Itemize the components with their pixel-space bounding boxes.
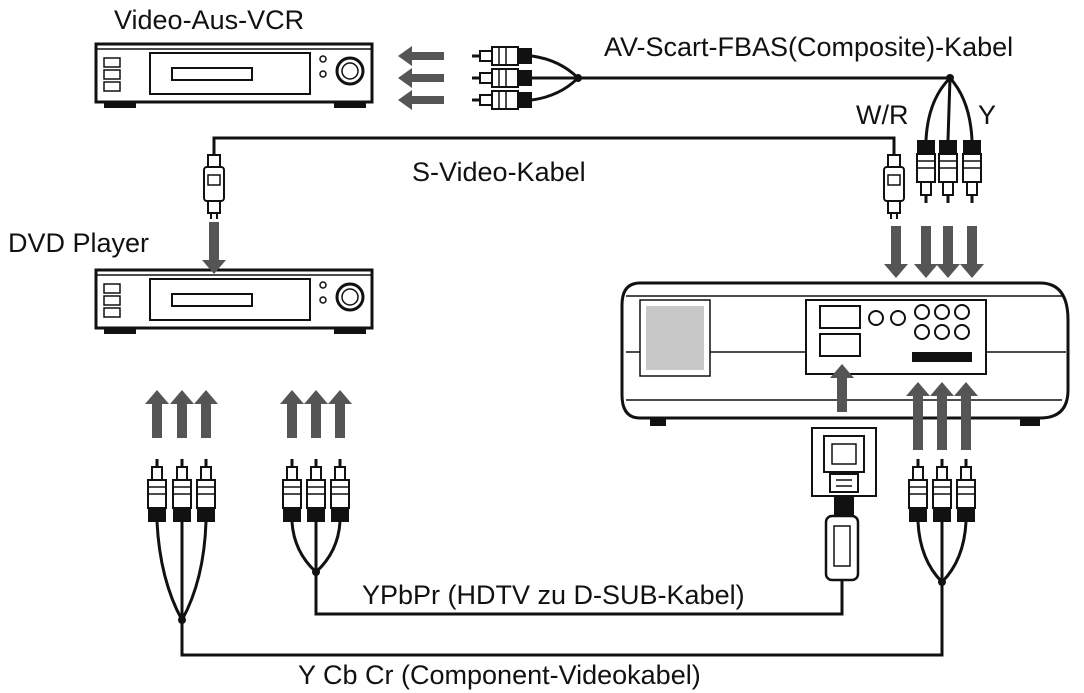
cable-junction [946, 74, 954, 82]
y-label: Y [978, 100, 996, 130]
cable-junction [574, 74, 582, 82]
cable-junction [938, 578, 946, 586]
svideo-plug-icon [203, 154, 225, 220]
ypbpr-hdtv-cable [290, 521, 844, 616]
arrow-up-icon [194, 390, 218, 438]
svideo-plug-icon [883, 154, 905, 220]
projector-device-icon [620, 281, 1070, 426]
wr-label: W/R [856, 100, 908, 130]
arrow-down-icon [936, 226, 960, 278]
vcr-label: Video-Aus-VCR [114, 5, 304, 35]
rca-plug-icon [470, 67, 534, 89]
arrow-left-icon [398, 68, 444, 88]
arrow-down-icon [202, 222, 226, 274]
arrow-left-icon [398, 46, 444, 66]
arrow-up-icon [170, 390, 194, 438]
cable-junction [178, 616, 186, 624]
rca-plug-icon [305, 457, 327, 524]
arrow-up-icon [328, 390, 352, 438]
rca-plug-icon [146, 457, 168, 524]
arrow-down-icon [884, 226, 908, 278]
rca-plug-icon [470, 89, 534, 111]
component-video-cable [155, 521, 968, 657]
ypbpr-cable-label: YPbPr (HDTV zu D-SUB-Kabel) [362, 580, 745, 610]
component-cable-label: Y Cb Cr (Component-Videokabel) [298, 660, 701, 690]
arrow-up-icon [280, 390, 304, 438]
svideo-cable-label: S-Video-Kabel [412, 157, 586, 187]
rca-plug-icon [961, 138, 983, 205]
rca-plug-icon [907, 457, 929, 524]
vcr-device-icon [94, 42, 374, 108]
av-composite-cable [531, 54, 974, 141]
rca-plug-icon [931, 457, 953, 524]
rca-plug-icon [470, 45, 534, 67]
rca-plug-icon [955, 457, 977, 524]
arrow-left-icon [398, 90, 444, 110]
arrow-down-icon [914, 226, 938, 278]
rca-plug-icon [281, 457, 303, 524]
rca-plug-icon [171, 457, 193, 524]
arrow-up-icon [304, 390, 328, 438]
arrow-up-icon [145, 390, 169, 438]
rca-plug-icon [915, 138, 937, 205]
dvd-label: DVD Player [8, 228, 149, 258]
rca-plug-icon [329, 457, 351, 524]
cable-junction [312, 568, 320, 576]
av-cable-label: AV-Scart-FBAS(Composite)-Kabel [604, 32, 1013, 62]
dsub-connector-icon [811, 427, 877, 582]
rca-plug-icon [195, 457, 217, 524]
dvd-player-device-icon [94, 268, 374, 334]
rca-plug-icon [937, 138, 959, 205]
svideo-cable [212, 136, 896, 155]
arrow-down-icon [960, 226, 984, 278]
